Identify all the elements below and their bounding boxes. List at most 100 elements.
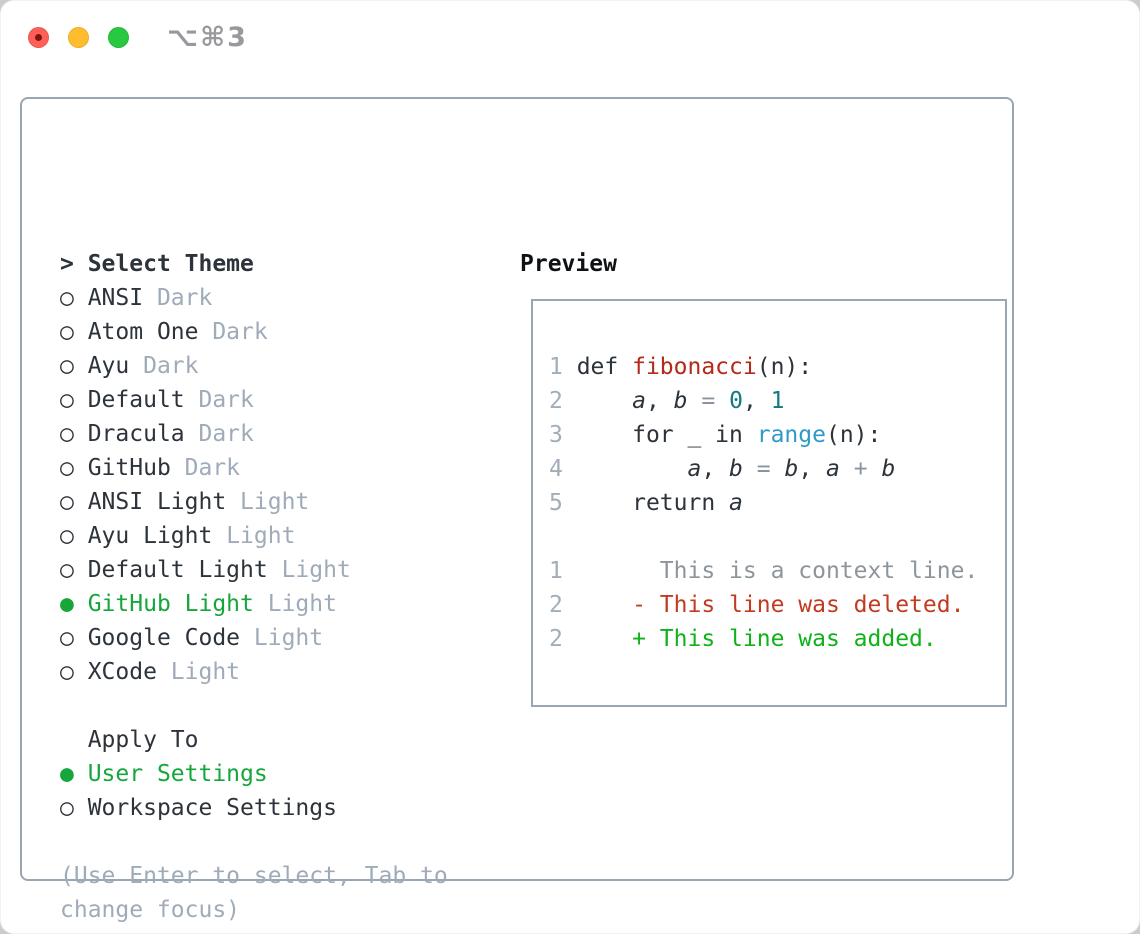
code-line: 4 a, b = b, a + b — [549, 452, 1005, 486]
token-var: a — [632, 388, 646, 414]
radio-unselected-icon: ○ — [60, 319, 88, 345]
zoom-button[interactable] — [108, 27, 129, 48]
token-ln: 1 — [549, 558, 563, 584]
theme-name: Ayu Light — [87, 523, 227, 549]
token-num: 0 — [729, 388, 743, 414]
token-code — [688, 388, 702, 414]
apply-option-workspace-settings[interactable]: ○ Workspace Settings — [60, 791, 448, 825]
apply-option-user-settings[interactable]: ● User Settings — [60, 757, 448, 791]
theme-name: GitHub Light — [87, 591, 268, 617]
token-code — [563, 388, 632, 414]
token-op: + — [853, 456, 868, 482]
token-var: a — [729, 490, 743, 516]
spacer — [60, 825, 448, 859]
code-line — [549, 520, 1005, 554]
token-ln: 4 — [549, 456, 563, 482]
token-code: (n): — [756, 354, 813, 380]
theme-variant-badge: Dark — [198, 421, 254, 447]
theme-option-google-code[interactable]: ○ Google Code Light — [60, 621, 448, 655]
token-builtin: range — [756, 422, 826, 448]
token-op: = — [701, 388, 716, 414]
token-code — [743, 456, 757, 482]
apply-option-label: User Settings — [87, 761, 268, 787]
radio-selected-icon: ● — [60, 591, 88, 617]
token-add: + This line was added. — [632, 626, 937, 652]
theme-name: Default — [87, 387, 199, 413]
token-code — [868, 456, 882, 482]
token-var: b — [729, 456, 743, 482]
token-func: fibonacci — [632, 354, 757, 380]
token-code — [563, 592, 632, 618]
token-op: = — [756, 456, 771, 482]
theme-name: Default Light — [87, 557, 282, 583]
spacer — [60, 689, 448, 723]
theme-list-title: Select Theme — [87, 251, 254, 277]
radio-unselected-icon: ○ — [60, 387, 88, 413]
theme-option-dracula[interactable]: ○ Dracula Dark — [60, 417, 448, 451]
radio-unselected-icon: ○ — [60, 625, 88, 651]
theme-name: Atom One — [87, 319, 213, 345]
token-var: b — [881, 456, 896, 482]
token-ln: 2 — [549, 388, 563, 414]
token-var: a — [826, 456, 840, 482]
token-code: (n): — [825, 422, 882, 448]
radio-unselected-icon: ○ — [60, 557, 88, 583]
code-line: 2 + This line was added. — [549, 622, 1005, 656]
token-code — [715, 388, 729, 414]
theme-option-ayu[interactable]: ○ Ayu Dark — [60, 349, 448, 383]
apply-to-header: Apply To — [60, 723, 448, 757]
apply-to-title: Apply To — [60, 727, 199, 753]
theme-option-github-light[interactable]: ● GitHub Light Light — [60, 587, 448, 621]
code-line: 1 This is a context line. — [549, 554, 1005, 588]
theme-option-ayu-light[interactable]: ○ Ayu Light Light — [60, 519, 448, 553]
theme-variant-badge: Light — [240, 489, 310, 515]
preview-heading: Preview — [520, 251, 617, 277]
theme-option-ansi-light[interactable]: ○ ANSI Light Light — [60, 485, 448, 519]
token-ln: 5 — [549, 490, 563, 516]
code-line: 2 - This line was deleted. — [549, 588, 1005, 622]
token-ln: 2 — [549, 592, 563, 618]
theme-variant-badge: Dark — [184, 455, 241, 481]
token-code — [771, 456, 785, 482]
radio-unselected-icon: ○ — [60, 455, 88, 481]
theme-picker-panel: > Select Theme○ ANSI Dark○ Atom One Dark… — [20, 97, 1014, 923]
theme-option-github[interactable]: ○ GitHub Dark — [60, 451, 448, 485]
theme-option-default[interactable]: ○ Default Dark — [60, 383, 448, 417]
radio-unselected-icon: ○ — [60, 795, 88, 821]
radio-unselected-icon: ○ — [60, 421, 88, 447]
theme-name: ANSI — [87, 285, 157, 311]
token-code — [563, 456, 688, 482]
token-code: , — [798, 456, 827, 482]
theme-option-atom-one[interactable]: ○ Atom One Dark — [60, 315, 448, 349]
theme-variant-badge: Dark — [198, 387, 254, 413]
theme-name: Ayu — [87, 353, 144, 379]
help-text: change focus) — [60, 897, 241, 923]
theme-name: GitHub — [87, 455, 185, 481]
help-text: (Use Enter to select, Tab to — [60, 863, 448, 889]
token-num: 1 — [770, 388, 785, 414]
radio-unselected-icon: ○ — [60, 285, 88, 311]
token-var: b — [784, 456, 799, 482]
close-button[interactable] — [28, 27, 49, 48]
code-line: 3 for _ in range(n): — [549, 418, 1005, 452]
apply-option-label: Workspace Settings — [87, 795, 337, 821]
token-code: , — [742, 388, 771, 414]
theme-variant-badge: Light — [170, 659, 241, 685]
token-code — [563, 626, 632, 652]
token-ln: 1 — [549, 354, 577, 380]
code-line: 5 return a — [549, 486, 1005, 520]
theme-option-xcode[interactable]: ○ XCode Light — [60, 655, 448, 689]
theme-option-ansi[interactable]: ○ ANSI Dark — [60, 281, 448, 315]
theme-list: > Select Theme○ ANSI Dark○ Atom One Dark… — [60, 247, 448, 927]
token-code — [840, 456, 854, 482]
token-code: , — [645, 388, 674, 414]
radio-unselected-icon: ○ — [60, 659, 88, 685]
minimize-button[interactable] — [68, 27, 89, 48]
theme-option-default-light[interactable]: ○ Default Light Light — [60, 553, 448, 587]
token-ln: 3 — [549, 422, 563, 448]
theme-name: Dracula — [87, 421, 199, 447]
token-code: , — [701, 456, 730, 482]
radio-unselected-icon: ○ — [60, 523, 88, 549]
